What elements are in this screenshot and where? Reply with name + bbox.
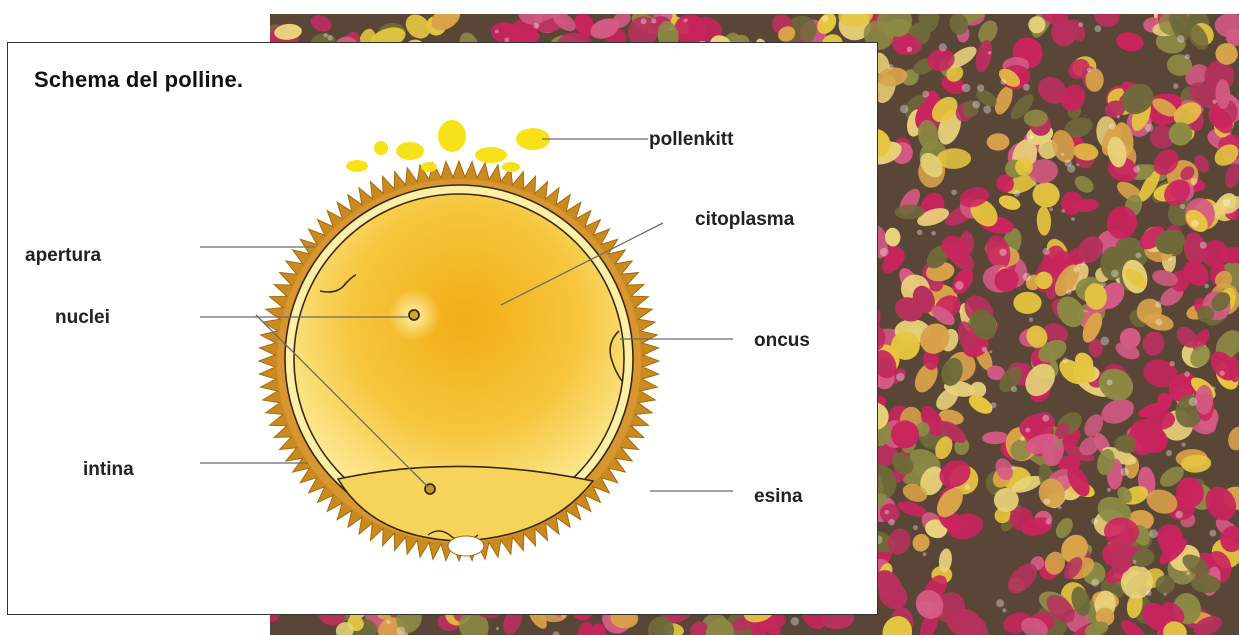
label-nuclei: nuclei (55, 307, 110, 328)
label-pollenkitt: pollenkitt (649, 129, 734, 150)
label-oncus: oncus (754, 330, 810, 351)
label-apertura: apertura (25, 245, 101, 266)
label-esina: esina (754, 486, 803, 507)
pollen-diagram-card: Schema del polline. (7, 42, 878, 615)
label-intina: intina (83, 459, 134, 480)
label-citoplasma: citoplasma (695, 209, 795, 230)
pollen-schema: pollenkitt citoplasma apertura nuclei on… (8, 43, 878, 615)
pollenkitt-droplets (346, 120, 550, 172)
